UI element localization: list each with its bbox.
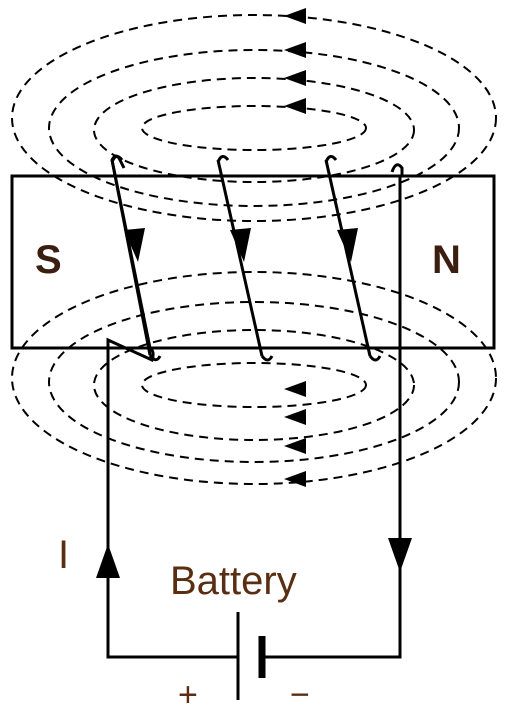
field-loop-lower-1 [11,271,497,485]
field-loop-upper-2 [48,49,460,207]
wire-left [106,348,238,659]
winding-hook-2 [260,355,274,362]
current-arrow-down [388,538,412,572]
field-arrow-1 [284,8,306,24]
field-arrow-6 [284,409,306,425]
field-arrow-8 [284,471,306,487]
winding-3 [324,159,372,357]
field-loop-upper-4 [141,105,367,151]
pole-label-south: S [35,238,62,282]
coil-windings [106,154,404,363]
current-arrow-up [96,544,120,578]
field-loop-upper-1 [11,14,497,222]
field-arrow-2 [284,42,306,58]
winding-hook-1 [148,354,162,362]
lower-field-lines [11,271,497,485]
iron-core [10,174,496,350]
winding-hook-top-2 [216,155,230,163]
field-arrows [284,8,306,487]
coil-arrow-1 [124,228,145,262]
battery-minus-sign: − [290,676,310,714]
field-arrow-5 [284,381,306,397]
battery-label: Battery [170,559,297,603]
winding-hook-3 [368,355,382,362]
upper-field-lines [11,14,497,222]
field-arrow-4 [284,98,306,114]
winding-hook-top-1 [110,155,124,163]
battery-plus-sign: + [178,676,198,714]
field-arrow-3 [284,70,306,86]
winding-1-front [110,159,152,356]
field-loop-lower-2 [48,301,460,463]
coil-arrow-2 [230,228,251,262]
current-label: I [58,533,69,577]
winding-2 [216,159,264,357]
coil-arrow-3 [337,228,358,262]
wire-right [262,176,402,659]
pole-label-north: N [432,238,461,282]
circuit [96,176,412,700]
winding-hook-top-4 [390,163,404,176]
field-loop-upper-3 [93,77,415,183]
field-loop-lower-3 [93,329,415,441]
field-loop-lower-4 [141,362,367,408]
field-arrow-7 [284,438,306,454]
winding-hook-top-3 [324,155,338,163]
